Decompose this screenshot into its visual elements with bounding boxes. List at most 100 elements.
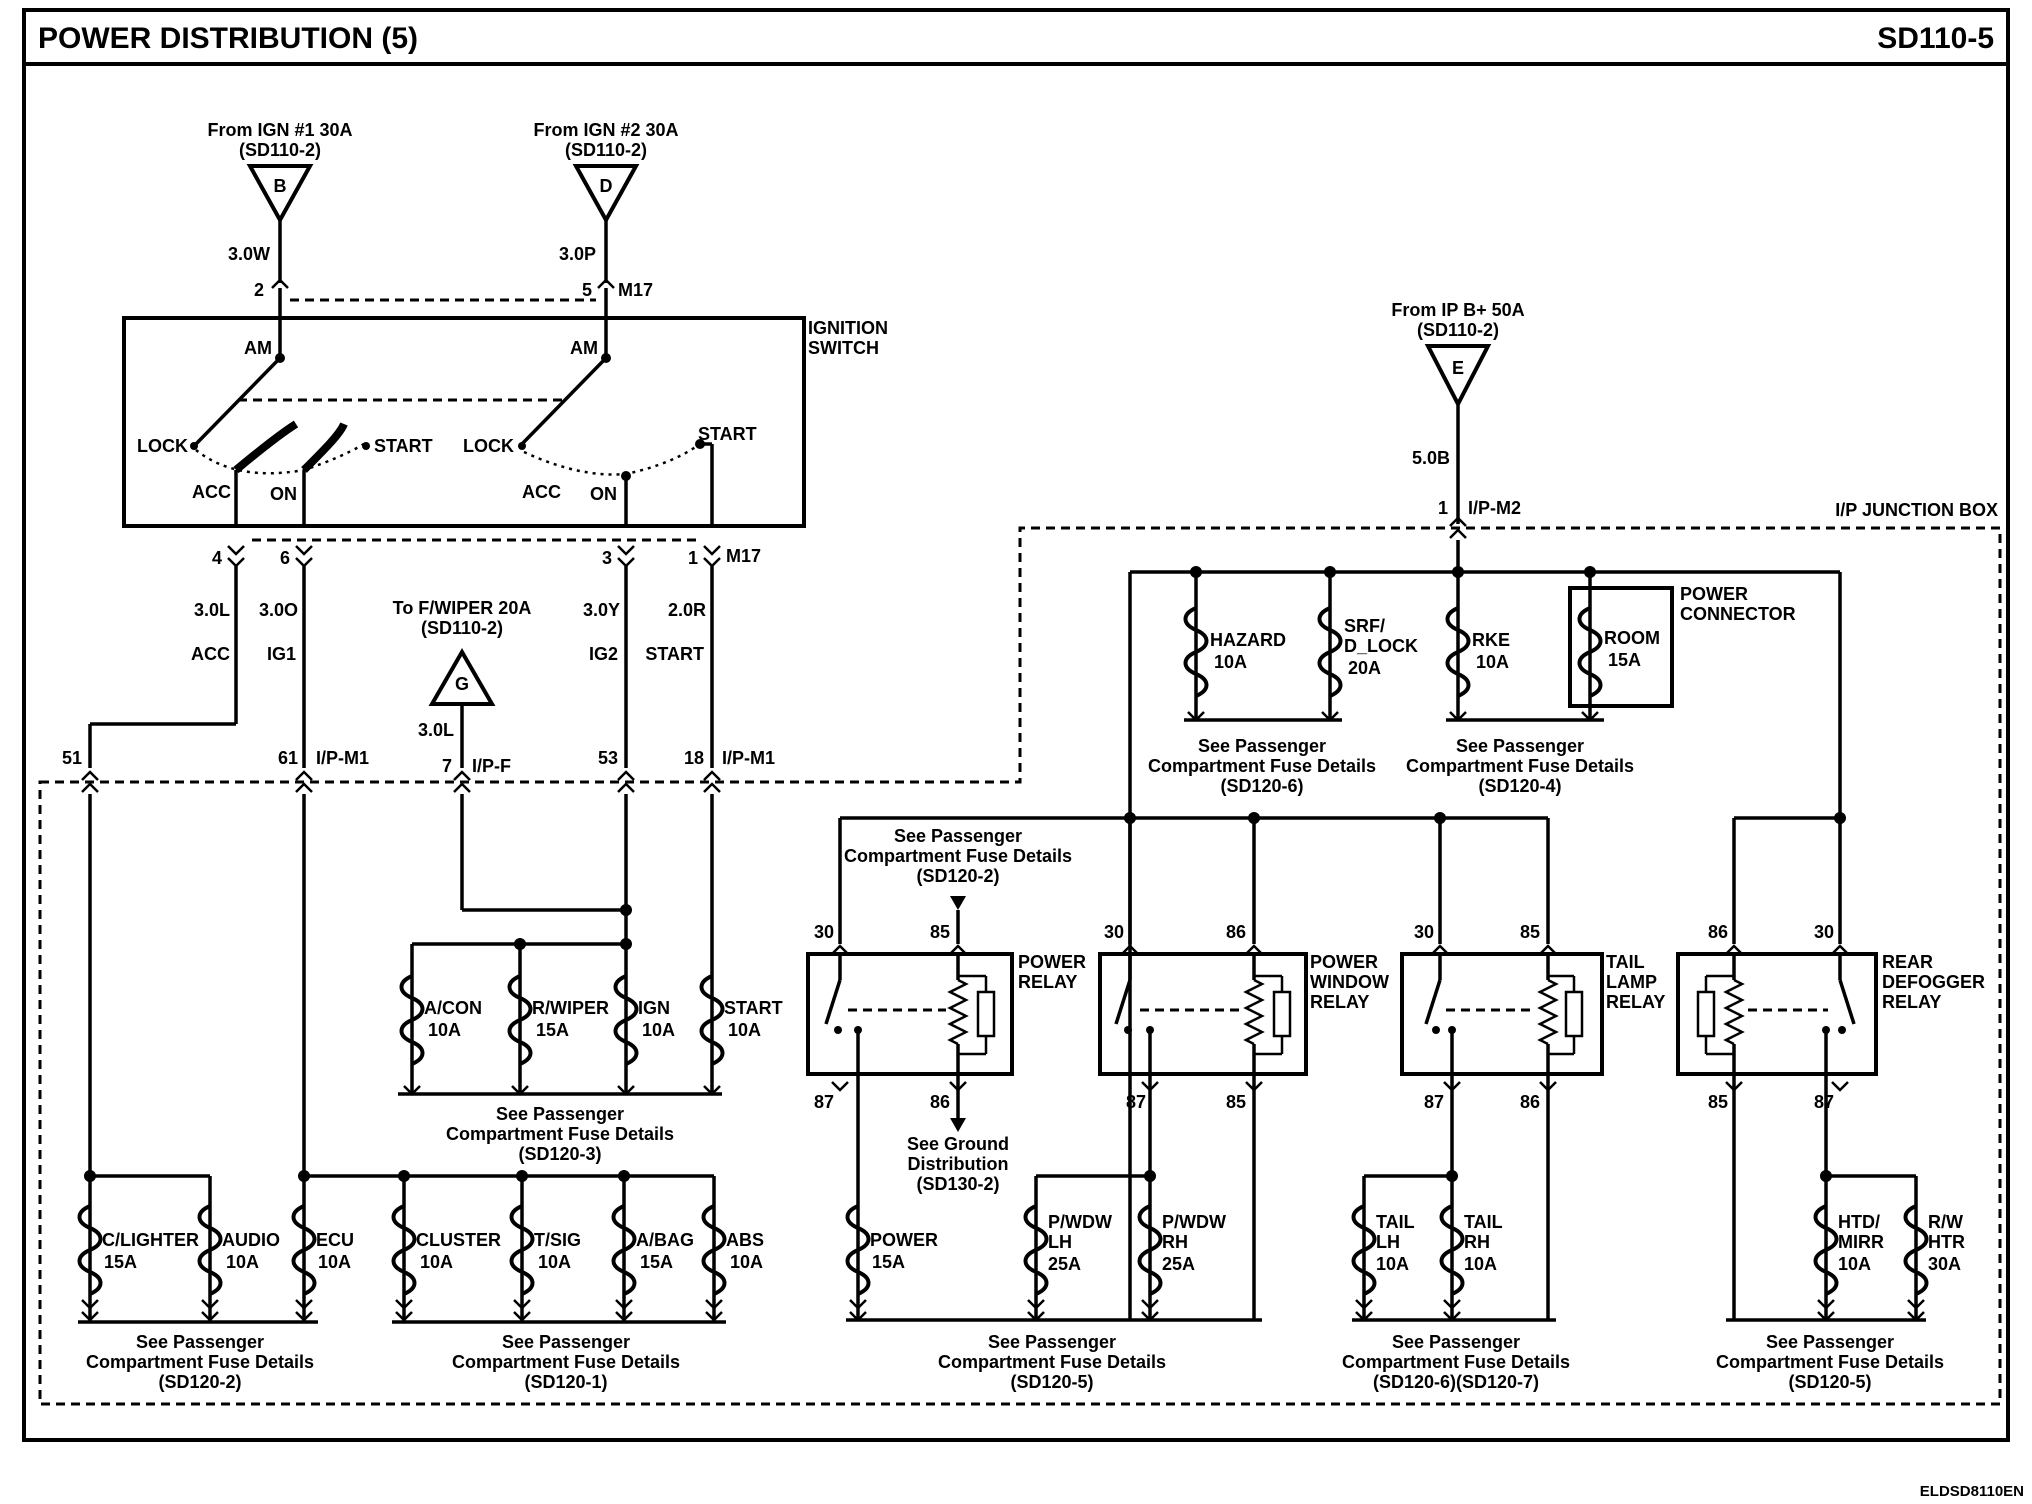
- relay-pw-p3: 87: [1126, 1092, 1146, 1112]
- relay-pw-name-1: POWER: [1310, 952, 1378, 972]
- fuse-ecu-name: ECU: [316, 1230, 354, 1250]
- connector-ip-entry: [81, 770, 721, 793]
- note-bl2-2: Compartment Fuse Details: [452, 1352, 680, 1372]
- fuse-abs-rating: 10A: [730, 1252, 763, 1272]
- fuse-ign-rating: 10A: [642, 1020, 675, 1040]
- source-d-wire: 3.0P: [559, 244, 596, 264]
- fuse-pwdw-rh-name-2: RH: [1162, 1232, 1188, 1252]
- ign-pin-6: 6: [280, 548, 290, 568]
- note-top1-3: (SD120-6): [1220, 776, 1303, 796]
- wire-start-name: START: [645, 644, 704, 664]
- source-b-letter: B: [274, 176, 287, 196]
- note-top2-1: See Passenger: [1456, 736, 1584, 756]
- on-label-left: ON: [270, 484, 297, 504]
- note-bl1-2: Compartment Fuse Details: [86, 1352, 314, 1372]
- source-d-triangle: [572, 164, 640, 225]
- fuse-tail-lh-name-1: TAIL: [1376, 1212, 1415, 1232]
- connector-m17-top: [271, 278, 615, 289]
- source-g-line2: (SD110-2): [421, 618, 503, 638]
- wire-start-pin: 18: [684, 748, 704, 768]
- source-g: To F/WIPER 20A (SD110-2) G 3.0L: [393, 598, 532, 768]
- relay-power-p3: 87: [814, 1092, 834, 1112]
- source-e-line1: From IP B+ 50A: [1391, 300, 1524, 320]
- relay-power-p2: 85: [930, 922, 950, 942]
- fuse-rwiper-rating: 15A: [536, 1020, 569, 1040]
- fuse-hazard-name: HAZARD: [1210, 630, 1286, 650]
- relay-defog-p4: 87: [1814, 1092, 1834, 1112]
- relay-pw-p4: 85: [1226, 1092, 1246, 1112]
- relay-power-name-2: RELAY: [1018, 972, 1077, 992]
- switch-blade-right: [520, 356, 608, 446]
- source-e-wire: 5.0B: [1412, 448, 1450, 468]
- source-g-line1: To F/WIPER 20A: [393, 598, 532, 618]
- fuse-pwdw-lh-name-1: P/WDW: [1048, 1212, 1112, 1232]
- relay-defog-p2: 30: [1814, 922, 1834, 942]
- fuse-rw-htr-name-2: HTR: [1928, 1232, 1965, 1252]
- source-b-line2: (SD110-2): [239, 140, 321, 160]
- fuse-pwdw-rh-rating: 25A: [1162, 1254, 1195, 1274]
- relay-defog-name-1: REAR: [1882, 952, 1933, 972]
- relay-defog-name-3: RELAY: [1882, 992, 1941, 1012]
- ign-pin-4: 4: [212, 548, 222, 568]
- note-br1-3: (SD120-5): [1010, 1372, 1093, 1392]
- fuse-audio-name: AUDIO: [222, 1230, 280, 1250]
- connector-m17-label: M17: [618, 280, 653, 300]
- fuse-abs-name: ABS: [726, 1230, 764, 1250]
- note-br2-1: See Passenger: [1392, 1332, 1520, 1352]
- ign-pin-3: 3: [602, 548, 612, 568]
- ign-pin-2: 2: [254, 280, 264, 300]
- fuse-power-rating: 15A: [872, 1252, 905, 1272]
- am-label-right: AM: [570, 338, 598, 358]
- source-d-line1: From IGN #2 30A: [533, 120, 678, 140]
- wire-acc-pin: 51: [62, 748, 82, 768]
- ignition-switch-title2: SWITCH: [808, 338, 879, 358]
- note-bl1-1: See Passenger: [136, 1332, 264, 1352]
- wire-ig1-conn: I/P-M1: [316, 748, 369, 768]
- source-b-line1: From IGN #1 30A: [207, 120, 352, 140]
- power-connector-label-2: CONNECTOR: [1680, 604, 1796, 624]
- relay-tail-name-3: RELAY: [1606, 992, 1665, 1012]
- contact-on-start: [301, 422, 348, 473]
- junction-e-conn: I/P-M2: [1468, 498, 1521, 518]
- relay-tail-name-1: TAIL: [1606, 952, 1645, 972]
- source-e-triangle: [1424, 344, 1492, 409]
- wire-wiper-conn: I/P-F: [472, 756, 511, 776]
- fuse-srf-rating: 20A: [1348, 658, 1381, 678]
- fuse-acon-rating: 10A: [428, 1020, 461, 1040]
- contact-acc-on: [233, 420, 299, 474]
- relay-pw-p2: 86: [1226, 922, 1246, 942]
- source-e: From IP B+ 50A (SD110-2) E 5.0B: [1391, 300, 1525, 524]
- fuse-rke-name: RKE: [1472, 630, 1510, 650]
- fuse-tail-lh-rating: 10A: [1376, 1254, 1409, 1274]
- ign-pin-1: 1: [688, 548, 698, 568]
- note-br2-2: Compartment Fuse Details: [1342, 1352, 1570, 1372]
- acc-label-left: ACC: [192, 482, 231, 502]
- fuse-htd-mirr-name-2: MIRR: [1838, 1232, 1884, 1252]
- lock-label-left: LOCK: [137, 436, 188, 456]
- note-ground-3: (SD130-2): [916, 1174, 999, 1194]
- relay-defog-p3: 85: [1708, 1092, 1728, 1112]
- note-bl2-1: See Passenger: [502, 1332, 630, 1352]
- relay-tail-p4: 86: [1520, 1092, 1540, 1112]
- ignition-switch-title1: IGNITION: [808, 318, 888, 338]
- wire-ig1-gauge: 3.0O: [259, 600, 298, 620]
- note-top2-3: (SD120-4): [1478, 776, 1561, 796]
- note-br3-3: (SD120-5): [1788, 1372, 1871, 1392]
- source-d-line2: (SD110-2): [565, 140, 647, 160]
- ip-junction-box-label: I/P JUNCTION BOX: [1835, 500, 1998, 520]
- note-relay-src-2: Compartment Fuse Details: [844, 846, 1072, 866]
- on-label-right: ON: [590, 484, 617, 504]
- note-ign-1: See Passenger: [496, 1104, 624, 1124]
- fuse-srf-name-1: SRF/: [1344, 616, 1385, 636]
- relay-power-window: POWER WINDOW RELAY 30 86 87 85: [1098, 818, 1389, 1320]
- ign-pin-5: 5: [582, 280, 592, 300]
- relay-tail-p2: 85: [1520, 922, 1540, 942]
- relay-pw-p1: 30: [1104, 922, 1124, 942]
- wire-ig2-pin: 53: [598, 748, 618, 768]
- note-top1-2: Compartment Fuse Details: [1148, 756, 1376, 776]
- relay-power-p1: 30: [814, 922, 834, 942]
- source-d: From IGN #2 30A (SD110-2) D 3.0P: [533, 120, 679, 283]
- ignition-switch-box: [122, 316, 806, 528]
- connector-m17-bottom-label: M17: [726, 546, 761, 566]
